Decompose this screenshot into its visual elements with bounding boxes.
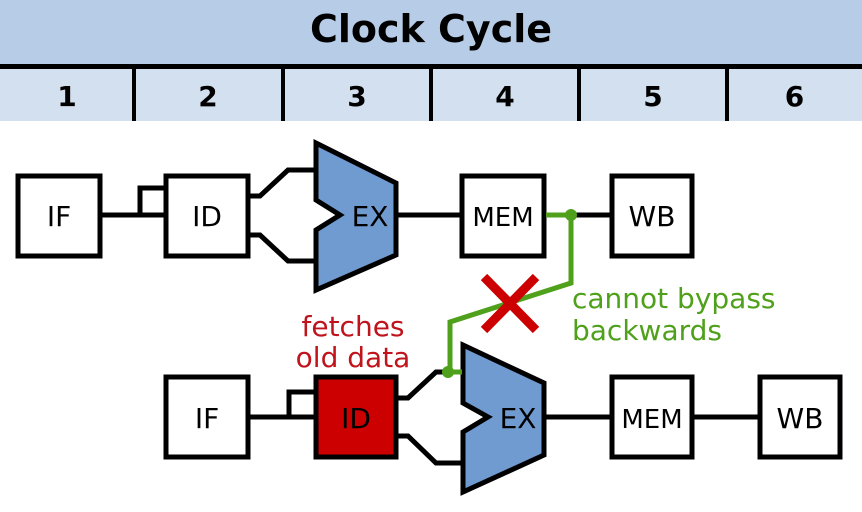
- stage-label-ex: EX: [500, 402, 537, 435]
- stage-label-ex: EX: [352, 200, 389, 233]
- cycle-divider: [577, 69, 581, 121]
- wire-id-ex-a: [248, 167, 316, 199]
- bypass-note-line2: backwards: [572, 314, 722, 347]
- wire-register-loop: [137, 185, 166, 215]
- cycle-number-row: 1 2 3 4 5 6: [0, 64, 862, 121]
- bypass-junction-dot: [565, 209, 577, 221]
- header-title: Clock Cycle: [309, 7, 553, 51]
- stage-label-if: IF: [47, 200, 71, 233]
- stage-box-wb: [609, 173, 695, 259]
- stage-label-wb: WB: [777, 402, 824, 435]
- cycle-4: 4: [495, 80, 515, 113]
- cycle-divider: [132, 69, 136, 121]
- cycle-divider: [429, 69, 433, 121]
- stage-label-mem: MEM: [621, 405, 682, 435]
- cycle-3: 3: [347, 80, 367, 113]
- cycle-divider: [281, 69, 285, 121]
- bypass-path: [442, 209, 577, 378]
- stage-box-wb: [757, 374, 843, 460]
- alu-ex-shape: [313, 138, 399, 294]
- stage-box-id-hazard: [313, 374, 399, 460]
- stage-label-id: ID: [341, 402, 371, 435]
- stage-box-id: [163, 173, 251, 259]
- blocked-x-icon: [480, 273, 540, 334]
- cycle-1: 1: [57, 80, 77, 113]
- wire-id-ex-b: [396, 433, 462, 466]
- cycle-6: 6: [784, 80, 805, 113]
- x-stroke: [480, 273, 540, 334]
- stale-note-line1: fetches: [301, 310, 404, 343]
- stage-box-if: [163, 374, 251, 460]
- stage-box-mem: [459, 173, 547, 259]
- alu-ex-shape: [460, 341, 547, 496]
- stale-note-line2: old data: [296, 341, 411, 374]
- cycle-divider: [725, 69, 729, 121]
- pipeline-top: IF ID EX MEM WB: [15, 138, 695, 294]
- stage-label-mem: MEM: [472, 203, 533, 233]
- wire-id-ex-b: [248, 232, 316, 264]
- wire-register-loop: [286, 389, 316, 417]
- stage-label-id: ID: [192, 200, 222, 233]
- bypass-junction-dot: [442, 366, 454, 378]
- cycle-5: 5: [643, 80, 663, 113]
- stage-box-if: [15, 173, 103, 259]
- cycle-2: 2: [198, 80, 218, 113]
- stage-label-wb: WB: [629, 200, 676, 233]
- pipeline-bottom: IF ID EX MEM WB: [163, 341, 843, 496]
- stage-label-if: IF: [195, 402, 219, 435]
- clock-cycle-header: Clock Cycle: [0, 0, 862, 64]
- bypass-note-line1: cannot bypass: [572, 282, 776, 315]
- stage-box-mem: [609, 374, 695, 460]
